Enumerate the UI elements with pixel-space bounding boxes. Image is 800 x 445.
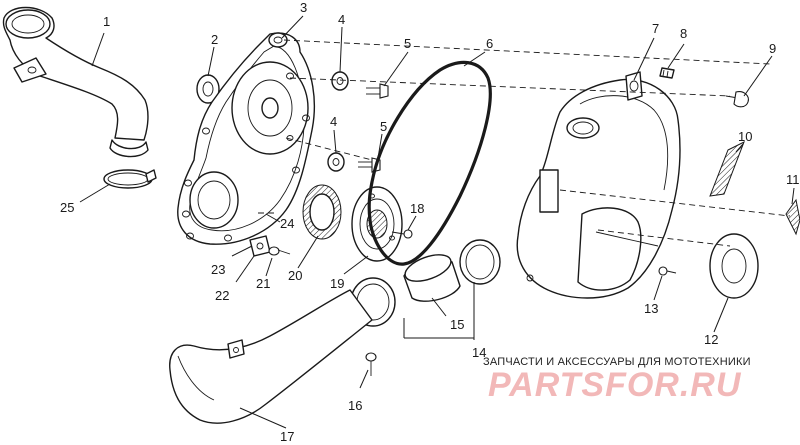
callout-22: 22 (215, 288, 229, 303)
decal-10 (709, 140, 745, 197)
callout-1: 1 (103, 14, 110, 29)
clamp-25 (103, 169, 157, 189)
decal-12 (709, 233, 759, 299)
washer-2 (196, 74, 220, 104)
callout-2: 2 (211, 32, 218, 47)
watermark-logo: PARTSFOR.RU (488, 366, 742, 404)
callout-5a: 5 (404, 36, 411, 51)
callout-7: 7 (652, 21, 659, 36)
callout-6: 6 (486, 36, 493, 51)
callout-11: 11 (786, 172, 800, 187)
callout-5b: 5 (380, 119, 387, 134)
bracket (249, 235, 271, 257)
callout-16: 16 (348, 398, 362, 413)
clamp-group-14 (350, 239, 501, 327)
callout-21: 21 (256, 276, 270, 291)
callout-25: 25 (60, 200, 74, 215)
exhaust-duct (169, 289, 373, 424)
callout-19: 19 (330, 276, 344, 291)
assembly-lines (283, 39, 791, 247)
intake-duct (2, 6, 149, 158)
callout-18: 18 (410, 201, 424, 216)
drive-belt (367, 60, 492, 266)
seal-20 (302, 184, 342, 240)
coupler-15 (403, 254, 461, 302)
bearing-plate-19 (351, 186, 403, 262)
leader-lines (79, 15, 795, 429)
callout-4b: 4 (330, 114, 337, 129)
outer-cover (516, 71, 681, 299)
callout-13: 13 (644, 301, 658, 316)
callout-14: 14 (472, 345, 486, 360)
inner-cover (177, 32, 316, 245)
callout-17: 17 (280, 429, 294, 444)
decal-11 (785, 198, 800, 236)
callout-8: 8 (680, 26, 687, 41)
callout-23: 23 (211, 262, 225, 277)
callout-24: 24 (280, 216, 294, 231)
callout-4a: 4 (338, 12, 345, 27)
callout-12: 12 (704, 332, 718, 347)
screw-16 (365, 352, 377, 376)
screw-21 (268, 246, 291, 256)
callout-9: 9 (769, 41, 776, 56)
callout-labels: 1 2 3 4 4 5 5 6 7 8 9 10 11 12 13 14 15 … (60, 0, 800, 444)
screw-13 (658, 266, 677, 276)
callout-20: 20 (288, 268, 302, 283)
clip-8 (659, 67, 675, 79)
callout-10: 10 (738, 129, 752, 144)
callout-3: 3 (300, 0, 307, 15)
watermark-caption: ЗАПЧАСТИ И АКСЕССУАРЫ ДЛЯ МОТОТЕХНИКИ (483, 356, 751, 368)
callout-15: 15 (450, 317, 464, 332)
